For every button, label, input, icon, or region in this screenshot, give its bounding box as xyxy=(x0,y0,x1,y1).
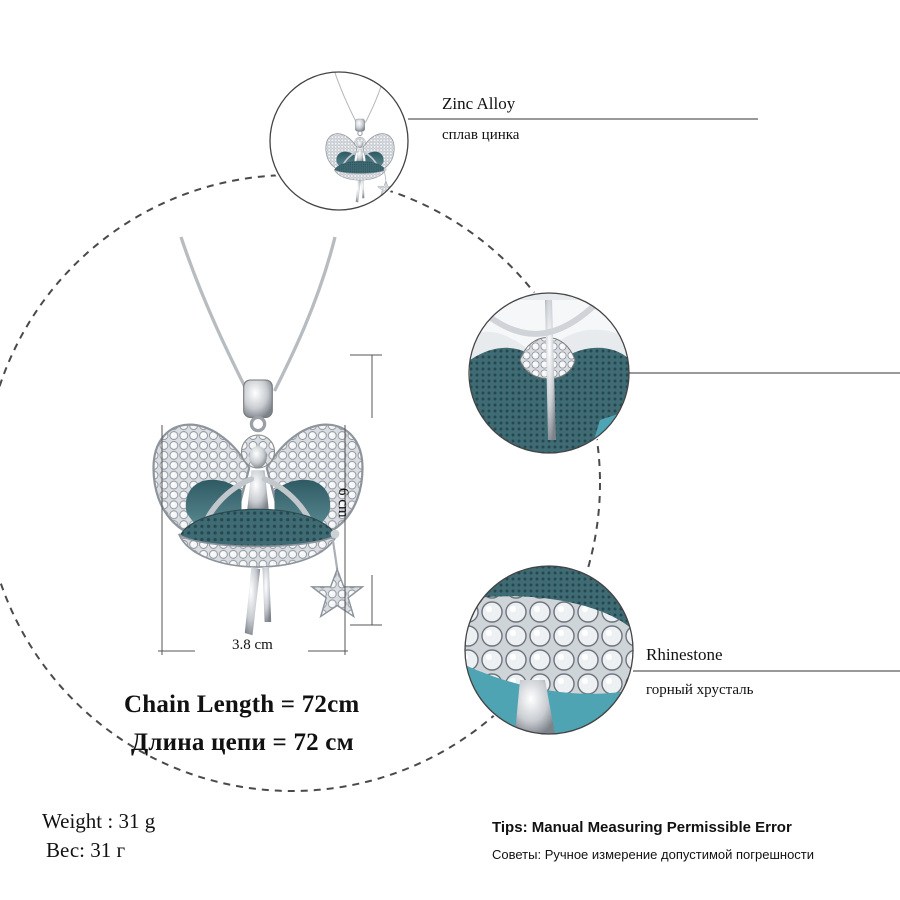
width-label: 3.8 cm xyxy=(232,637,273,653)
zoom-circle-enamel xyxy=(468,292,630,454)
weight-ru: Вес: 31 г xyxy=(46,838,126,862)
label-zinc-alloy-ru: сплав цинка xyxy=(442,127,520,143)
height-dimension xyxy=(350,354,382,626)
label-rhinestone: Rhinestone xyxy=(646,645,723,664)
thumbnail-circle xyxy=(269,71,409,211)
zoom-circle-rhinestone xyxy=(464,565,634,735)
chain-length-en: Chain Length = 72cm xyxy=(124,691,360,718)
chain-length-ru: Длина цепи = 72 см xyxy=(131,729,354,756)
tips-ru: Советы: Ручное измерение допустимой погр… xyxy=(492,847,815,862)
outline-dashed-circle xyxy=(0,174,601,792)
width-dimension xyxy=(158,425,348,655)
label-zinc-alloy: Zinc Alloy xyxy=(442,94,516,113)
weight-en: Weight : 31 g xyxy=(42,809,156,833)
label-rhinestone-ru: горный хрусталь xyxy=(646,682,754,698)
height-label: 6 cm xyxy=(335,488,351,518)
tips-en: Tips: Manual Measuring Permissible Error xyxy=(492,819,792,836)
main-pendant xyxy=(154,237,363,635)
